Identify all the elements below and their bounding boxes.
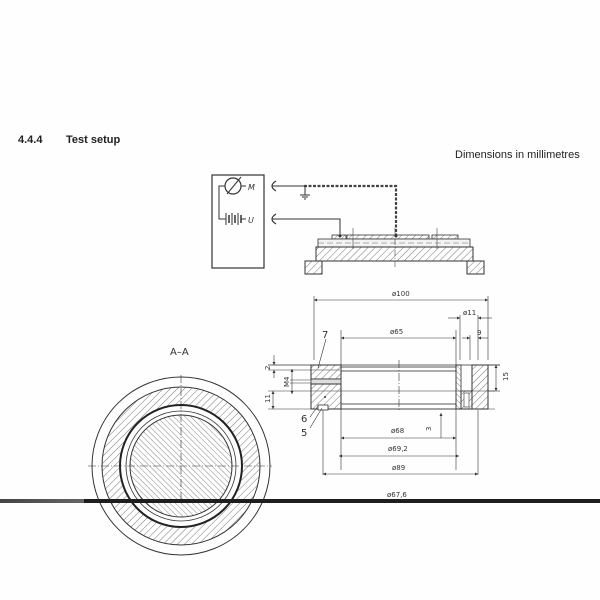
section-view-label: A–A	[170, 347, 189, 358]
section-heading: 4.4.4 Test setup	[18, 134, 120, 146]
dim-d100: ø100	[392, 290, 410, 298]
meter-label: M	[248, 183, 255, 192]
dim-d89: ø89	[392, 464, 405, 472]
part-number-6: 6	[301, 414, 307, 425]
dim-d65: ø65	[390, 328, 403, 336]
dim-m4: M4	[283, 376, 291, 387]
dim-w9: 9	[477, 329, 481, 337]
section-number: 4.4.4	[18, 134, 43, 146]
dim-h3: 3	[425, 427, 433, 431]
dimensions-note: Dimensions in millimetres	[455, 149, 580, 161]
page-bottom-edge	[0, 499, 600, 503]
cross-section-view: 7 6 5 ø100 ø11 ø65 9 ø68 ø69,2 ø89 ø67,6	[264, 290, 510, 499]
part-number-7: 7	[322, 330, 328, 341]
meter-icon	[224, 176, 246, 195]
dim-d68: ø68	[391, 427, 404, 435]
battery-icon	[224, 213, 246, 225]
instrument-box	[211, 174, 265, 269]
dim-h11: 11	[264, 394, 272, 403]
circuit-diagram: M U	[211, 174, 485, 275]
source-label: U	[248, 216, 254, 225]
dim-d69-2: ø69,2	[388, 445, 408, 453]
section-view-aa: A–A	[88, 347, 272, 556]
dim-h2: 2	[264, 366, 272, 370]
test-specimen-assembly	[304, 228, 485, 275]
dim-d11: ø11	[463, 309, 476, 317]
section-title: Test setup	[66, 134, 121, 146]
dim-h15: 15	[502, 372, 510, 381]
part-number-5: 5	[301, 428, 307, 439]
dim-d67-6: ø67,6	[387, 491, 407, 499]
bottom-edge-shade	[0, 499, 84, 503]
ground-icon	[300, 186, 310, 200]
